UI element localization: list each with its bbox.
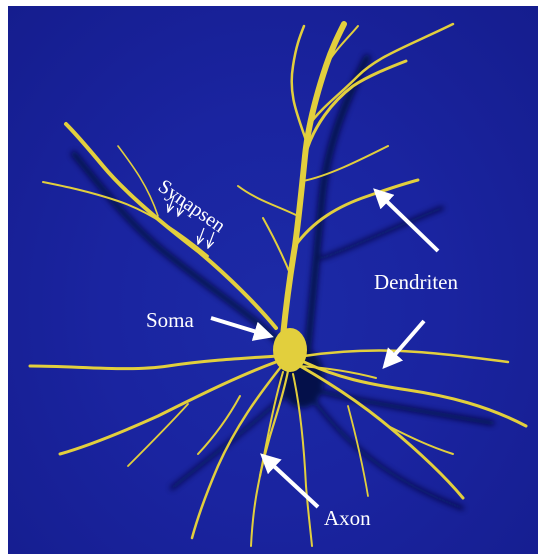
label-soma: Soma [146, 310, 194, 331]
neuron-micrograph: Synapsen Dendriten Soma Axon [8, 6, 538, 554]
axon-arrow [263, 456, 318, 507]
dendriten-arrow-lower [385, 321, 424, 366]
neuron-drawing [8, 6, 538, 554]
dendriten-arrow-upper [376, 191, 438, 251]
label-axon: Axon [324, 508, 371, 529]
label-dendriten: Dendriten [374, 272, 458, 293]
synapse-arrow [198, 228, 204, 244]
